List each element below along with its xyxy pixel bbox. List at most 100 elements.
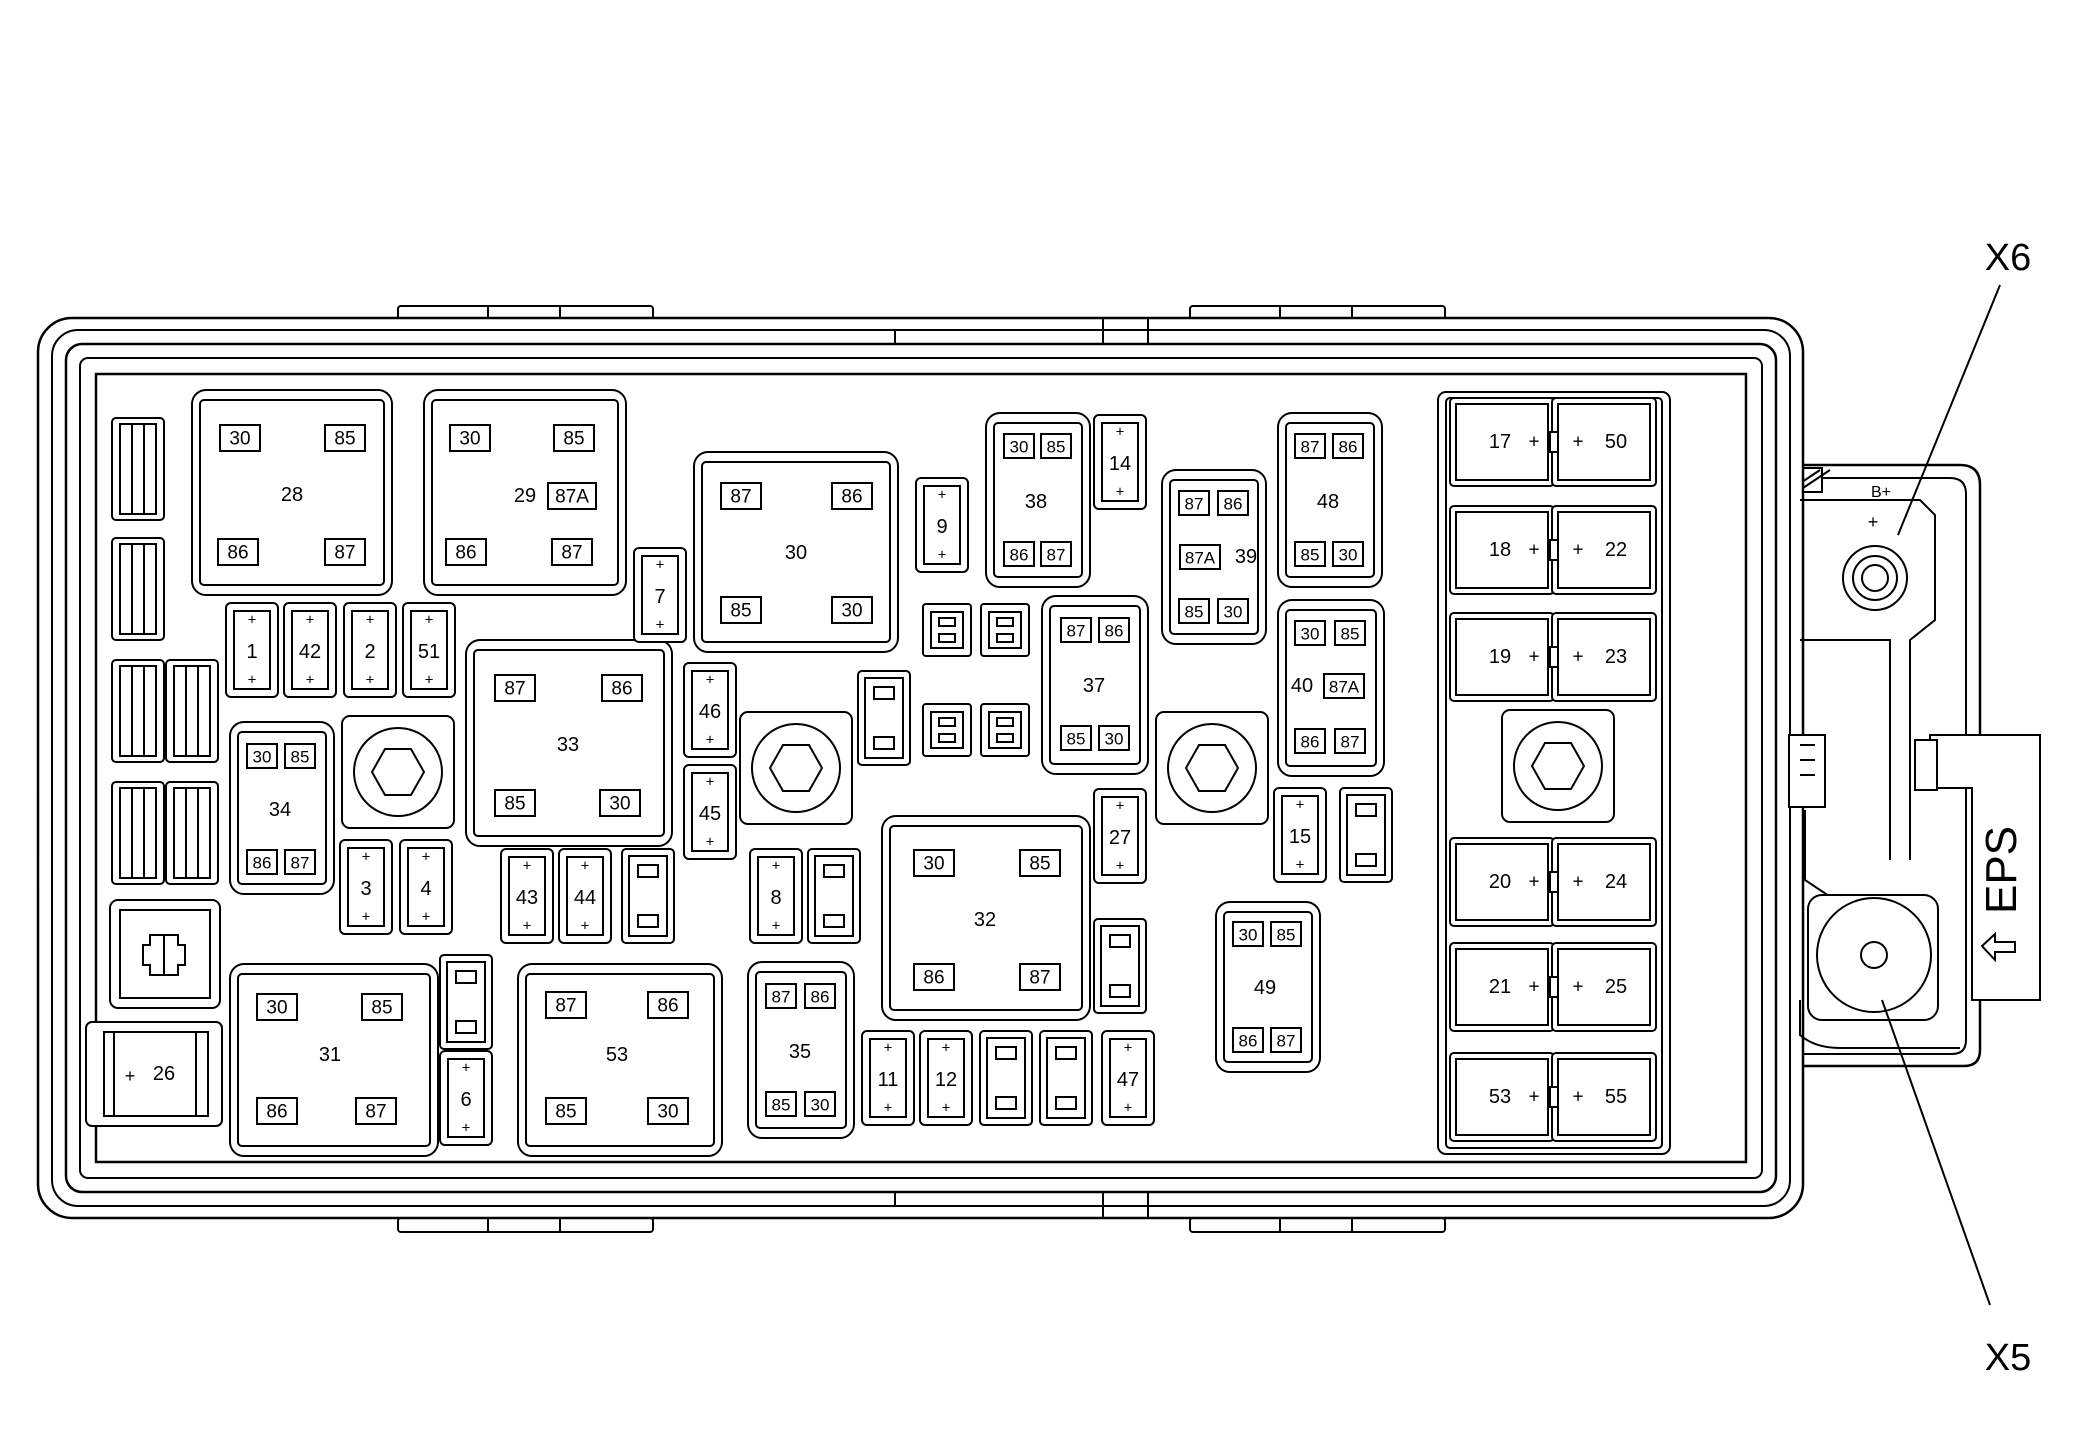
x5-leader-line — [1881, 999, 1991, 1306]
relay-40-pin-box — [1294, 728, 1326, 754]
relay-48-pin-box — [1332, 541, 1364, 567]
relay-pin-label: 30 — [1301, 625, 1320, 644]
maxi-fuse-number: 22 — [1605, 539, 1627, 561]
empty-fuse-slot — [857, 670, 911, 766]
relay-38-pin-box — [1003, 541, 1035, 567]
fuse-number: 26 — [153, 1063, 175, 1085]
relay-28-pin-box — [219, 424, 261, 452]
relay-pin-label: 87 — [1047, 546, 1066, 565]
relay-pin-label: 30 — [1239, 926, 1258, 945]
relay-33-pin-box — [494, 789, 536, 817]
fuse-plus-mark: + — [366, 612, 375, 629]
fuse-14: +14+ — [1093, 414, 1147, 510]
relay-39-pin-box — [1217, 598, 1249, 624]
fuse-plus-mark: + — [125, 1066, 136, 1086]
relay-30-pin-box — [831, 596, 873, 624]
bplus-label: B+ — [1871, 484, 1891, 501]
fuse-plus-mark: + — [656, 617, 665, 634]
relay-35-pin-box — [765, 983, 797, 1009]
maxi-fuse-number: 24 — [1605, 871, 1627, 893]
relay-39-pin-box — [1178, 490, 1210, 516]
relay-pin-label: 87A — [1185, 549, 1216, 568]
fuse-plus-mark: + — [942, 1100, 951, 1117]
empty-slots-layer — [439, 603, 1393, 1126]
relay-pin-label: 86 — [611, 679, 632, 700]
relay-pin-label: 87 — [1067, 622, 1086, 641]
fuse-number: 2 — [364, 641, 375, 663]
maxi-fuse-number: 50 — [1605, 431, 1627, 453]
relay-38-pin-box — [1040, 541, 1072, 567]
maxi-fuse-53: 53+ — [1449, 1052, 1557, 1142]
relay-number: 29 — [514, 485, 536, 507]
relay-pin-label: 86 — [923, 968, 944, 989]
relay-35-pin-box — [804, 1091, 836, 1117]
fuse-27: +27+ — [1093, 788, 1147, 884]
fuse-8: +8+ — [749, 848, 803, 944]
fuse-plus-mark: + — [306, 612, 315, 629]
fuse-15: +15+ — [1273, 787, 1327, 883]
relay-49-pin-box — [1270, 921, 1302, 947]
fuse-number: 6 — [460, 1089, 471, 1111]
relay-37-pin-box — [1098, 617, 1130, 643]
fuse-4: +4+ — [399, 839, 453, 935]
fuse-number: 45 — [699, 803, 721, 825]
relay-pin-label: 85 — [555, 1102, 576, 1123]
fuse-plus-mark: + — [248, 612, 257, 629]
diode-slot — [980, 703, 1030, 757]
fuse-plus-mark: + — [938, 547, 947, 564]
relay-number: 38 — [1025, 491, 1047, 513]
relay-35-pin-box — [765, 1091, 797, 1117]
relay-pin-label: 85 — [1301, 546, 1320, 565]
fuse-plus-mark: + — [884, 1100, 893, 1117]
fuse-plus-mark: + — [706, 672, 715, 689]
relay-pin-label: 30 — [657, 1102, 678, 1123]
maxi-fuse-number: 18 — [1489, 539, 1511, 561]
fuse-plus-mark: + — [362, 909, 371, 926]
maxi-fuse-number: 55 — [1605, 1086, 1627, 1108]
fuse-plus-mark: + — [425, 612, 434, 629]
fuse-number: 11 — [878, 1069, 899, 1091]
relay-number: 31 — [319, 1044, 341, 1066]
relay-number: 37 — [1083, 675, 1105, 697]
fuse-plus-mark: + — [706, 774, 715, 791]
fuse-26: +26 — [85, 1021, 223, 1127]
relay-pin-label: 85 — [1047, 438, 1066, 457]
relay-number: 39 — [1235, 546, 1257, 568]
empty-fuse-slot — [439, 954, 493, 1050]
fuse-plus-mark: + — [938, 487, 947, 504]
relay-pin-label: 87 — [1341, 733, 1360, 752]
relay-pin-label: 86 — [1239, 1032, 1258, 1051]
relay-pin-label: 87 — [555, 996, 576, 1017]
relay-pin-label: 87 — [291, 854, 310, 873]
fuse-number: 43 — [516, 887, 538, 909]
relay-pin-label: 87 — [334, 543, 355, 564]
relay-32-pin-box — [913, 963, 955, 991]
fuse-46: +46+ — [683, 662, 737, 758]
relay-pin-label: 87 — [504, 679, 525, 700]
relay-48-pin-box — [1294, 541, 1326, 567]
maxi-fuse-number: 19 — [1489, 646, 1511, 668]
relay-30-pin-box — [831, 482, 873, 510]
fuse-plus-mark: + — [581, 858, 590, 875]
relay-40-pin-box — [1323, 673, 1365, 699]
relay-53-pin-box — [647, 1097, 689, 1125]
relay-pin-label: 30 — [1224, 603, 1243, 622]
maxi-fuse-number: 25 — [1605, 976, 1627, 998]
fuse-7: +7+ — [633, 547, 687, 643]
fuse-plus-mark: + — [306, 672, 315, 689]
fuse-plus-mark: + — [772, 918, 781, 935]
relay-number: 49 — [1254, 977, 1276, 999]
relay-30-pin-box — [720, 482, 762, 510]
relay-49-pin-box — [1232, 921, 1264, 947]
maxi-fuse-20: 20+ — [1449, 837, 1557, 927]
fuse-number: 3 — [360, 878, 371, 900]
